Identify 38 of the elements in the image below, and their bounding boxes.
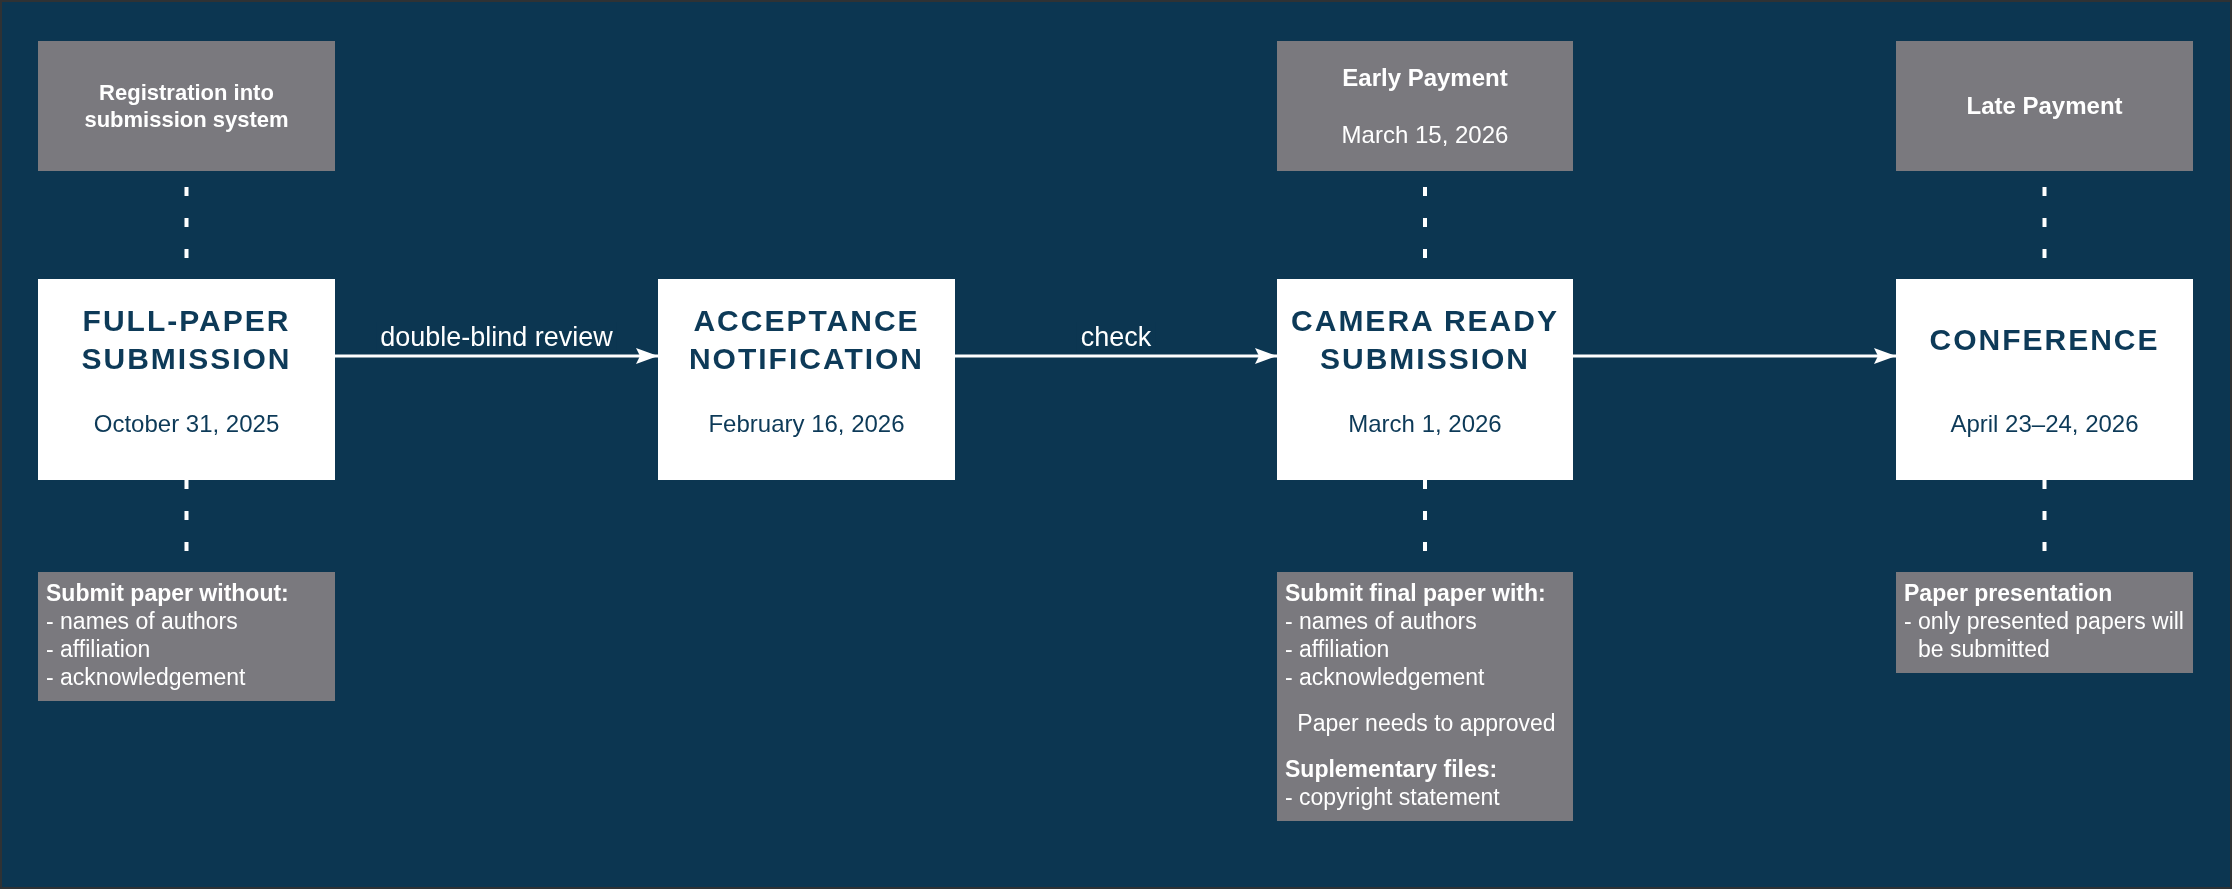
info-box (1896, 41, 2193, 171)
list-item: - affiliation (46, 635, 152, 663)
details-note: Paper needs to approved (1296, 709, 1557, 737)
milestone-date: March 1, 2026 (1348, 410, 1502, 438)
list-item: - acknowledgement (46, 663, 247, 691)
milestone-title: ACCEPTANCE NOTIFICATION (687, 303, 926, 377)
milestone-box (38, 279, 335, 480)
milestone-box (1896, 279, 2193, 480)
note-heading: Early Payment (1342, 63, 1508, 92)
info-box (1277, 41, 1573, 171)
milestone-title: FULL-PAPER SUBMISSION (80, 303, 293, 377)
list-item: - only presented papers will be submitted (1904, 607, 2185, 663)
milestone-date: February 16, 2026 (708, 410, 905, 438)
milestone-box (658, 279, 955, 480)
details-box (1277, 572, 1573, 821)
note-heading: Late Payment (1966, 92, 2123, 120)
milestone-date: October 31, 2025 (93, 410, 280, 438)
note-date: March 15, 2026 (1341, 120, 1509, 149)
list-item: - names of authors (1285, 607, 1478, 635)
list-item: - affiliation (1285, 635, 1391, 663)
arrow (955, 348, 1277, 364)
details-heading: Paper presentation (1904, 579, 2114, 607)
milestone-box (1277, 279, 1573, 480)
list-item: - names of authors (46, 607, 239, 635)
details-heading: Suplementary files: (1285, 755, 1499, 783)
milestone-date: April 23–24, 2026 (1950, 410, 2139, 438)
arrow (335, 348, 658, 364)
list-item: - copyright statement (1285, 783, 1501, 811)
note-heading: Registration into submission system (83, 79, 290, 133)
milestone-title: CAMERA READY SUBMISSION (1290, 303, 1560, 377)
details-box (38, 572, 335, 701)
info-box (38, 41, 335, 171)
arrow (1573, 348, 1896, 364)
details-heading: Submit paper without: (46, 579, 290, 607)
milestone-title: CONFERENCE (1929, 322, 2160, 358)
details-heading: Submit final paper with: (1285, 579, 1547, 607)
list-item: - acknowledgement (1285, 663, 1486, 691)
details-box (1896, 572, 2193, 673)
